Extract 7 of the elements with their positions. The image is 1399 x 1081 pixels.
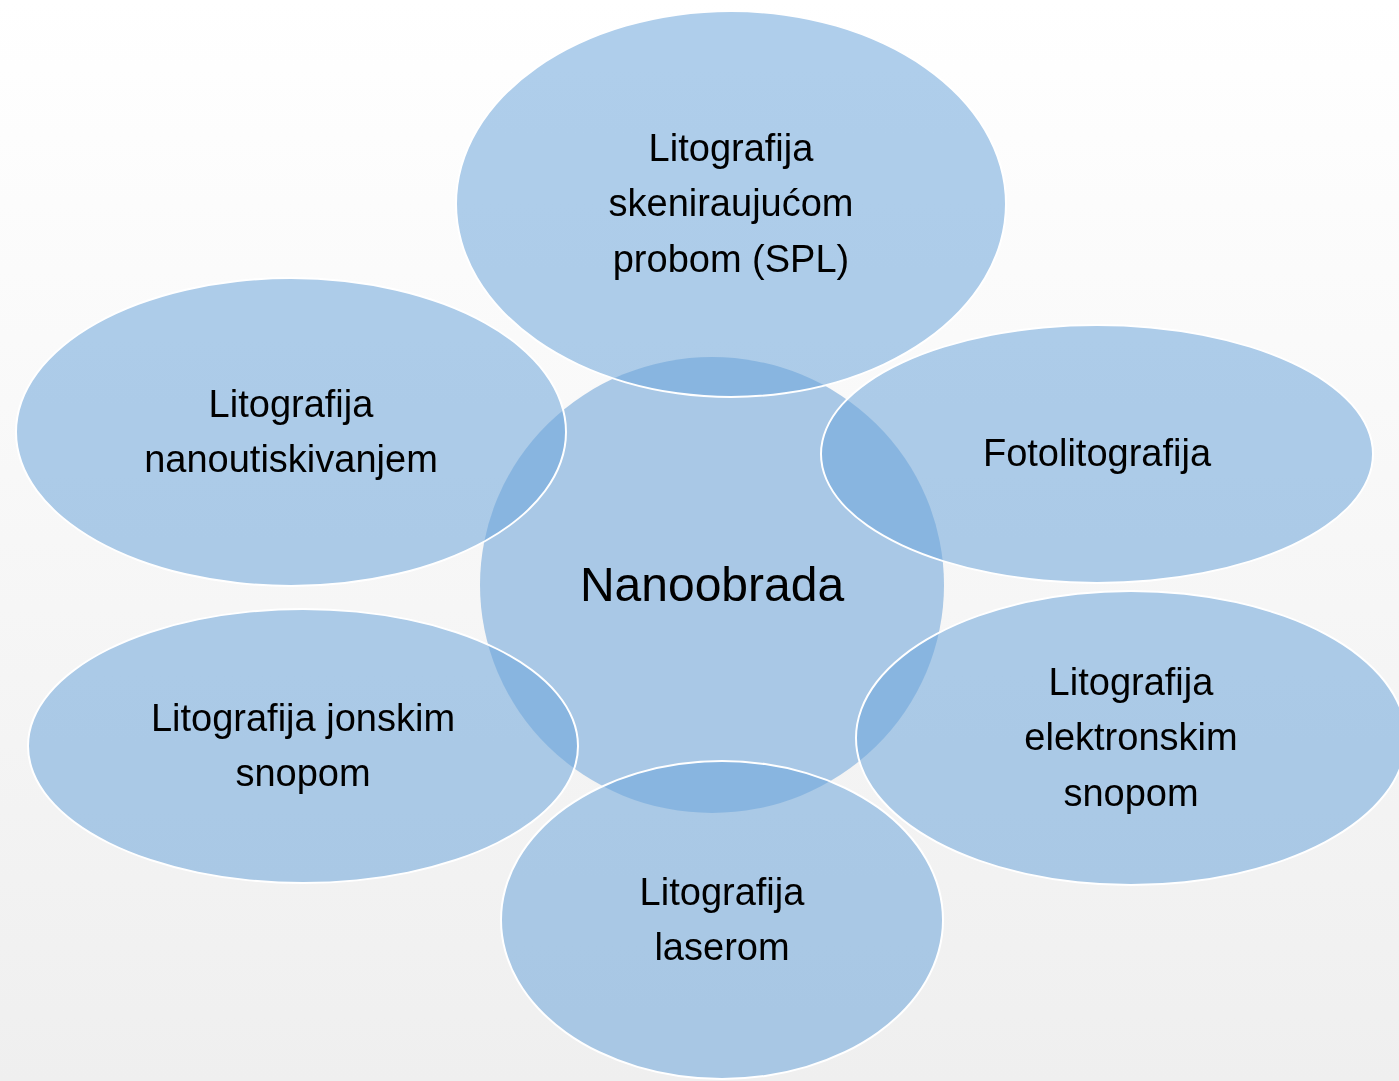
node-label: Nanoobrada (579, 557, 845, 614)
node-label: Fotolitografija (982, 431, 1212, 477)
node-label: Litografija elektronskim snopom (1023, 660, 1239, 816)
node-label: Litografija laserom (638, 869, 806, 970)
node-label: Litografija jonskim snopom (149, 695, 457, 796)
node-label: Litografija nanoutiskivanjem (143, 381, 439, 482)
node-label: Litografija skeniraujućom probom (SPL) (607, 126, 855, 282)
